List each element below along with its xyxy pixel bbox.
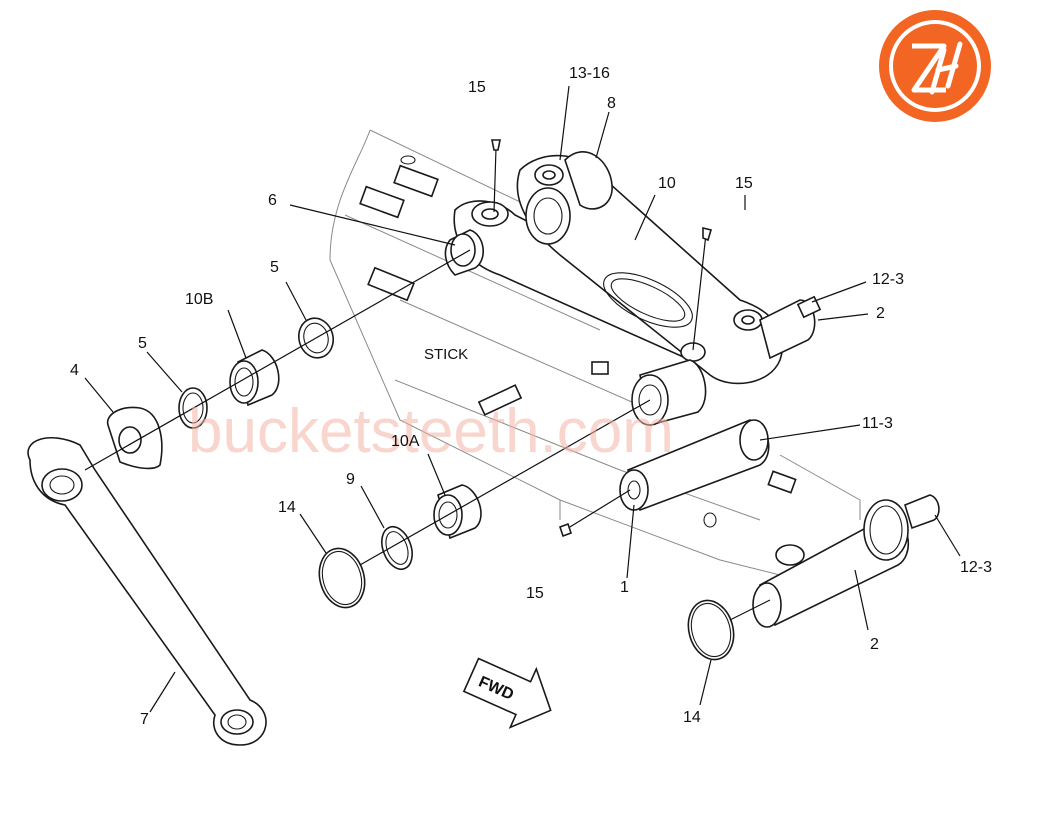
pin-6 [444, 229, 484, 276]
watermark-text: bucketsteeth.com [188, 397, 674, 466]
linkage-assembly [453, 151, 822, 385]
callout-7: 7 [140, 711, 149, 728]
ring-14a [318, 547, 366, 609]
callout-15b: 15 [735, 175, 753, 192]
callout-10a: 10A [391, 433, 420, 450]
callouts: 15 13-16 8 10 15 6 5 10B 5 4 12-3 2 11-3… [70, 65, 992, 728]
stick-outline [329, 129, 861, 591]
callout-9: 9 [346, 471, 355, 488]
callout-4: 4 [70, 362, 79, 379]
callout-10b: 10B [185, 291, 213, 308]
bolt-15c [558, 489, 631, 538]
callout-2b: 2 [870, 636, 879, 653]
callout-14b: 14 [683, 709, 701, 726]
callout-14a: 14 [278, 499, 296, 516]
fwd-arrow: FWD [462, 657, 552, 729]
ring-14b [687, 599, 735, 661]
callout-15a: 15 [468, 79, 486, 96]
bolt-15b [692, 226, 713, 351]
leader-lines [84, 85, 961, 713]
callout-11-3: 11-3 [862, 415, 893, 432]
pin-2 [752, 494, 940, 628]
callout-15c: 15 [526, 585, 544, 602]
callout-12-3a: 12-3 [872, 271, 904, 288]
bearing-10a [433, 484, 482, 540]
brand-logo [879, 10, 991, 122]
callout-1: 1 [620, 579, 629, 596]
axis-lines [84, 249, 771, 621]
ring-9 [381, 525, 413, 571]
callout-2a: 2 [876, 305, 885, 322]
callout-13-16: 13-16 [569, 65, 610, 82]
callout-12-3b: 12-3 [960, 559, 992, 576]
callout-8: 8 [607, 95, 616, 112]
pin-1 [619, 419, 770, 512]
callout-10: 10 [658, 175, 676, 192]
callout-5b: 5 [138, 335, 147, 352]
link-rod-7 [27, 437, 267, 746]
callout-6: 6 [268, 192, 277, 209]
washer-4 [106, 406, 163, 470]
callout-5a: 5 [270, 259, 279, 276]
stick-label: STICK [424, 346, 468, 363]
bolt-15a [491, 139, 501, 213]
bearing-10b [229, 349, 280, 407]
